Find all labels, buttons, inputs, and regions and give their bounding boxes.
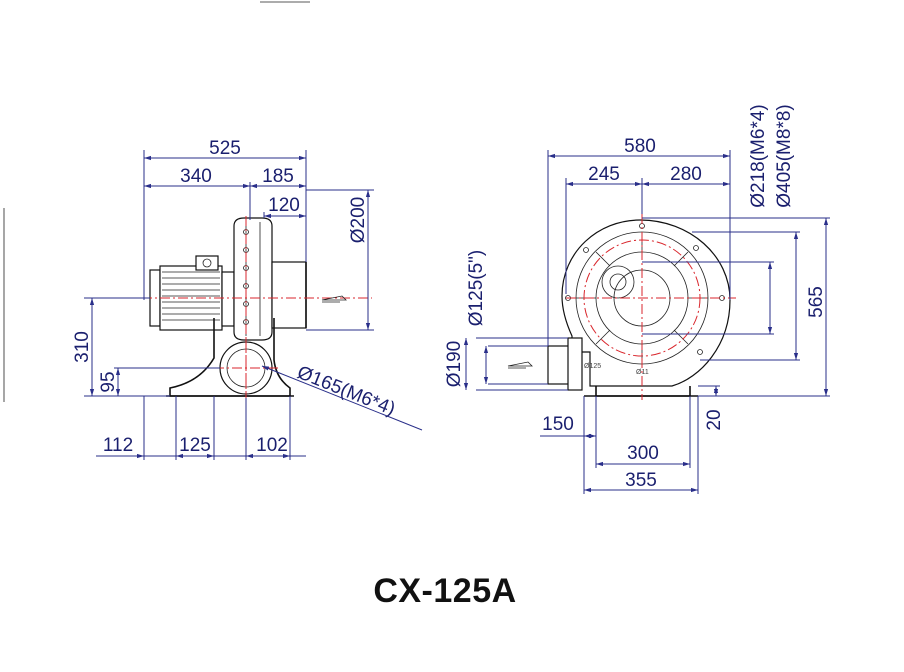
dim-base-a: 112 bbox=[103, 435, 133, 456]
dim-overall-width: 580 bbox=[624, 136, 656, 157]
dim-base-height: 20 bbox=[704, 409, 725, 430]
outlet-duct bbox=[271, 261, 307, 329]
dim-outlet-offset: 120 bbox=[268, 195, 300, 216]
dim-inlet-flange: Ø190 bbox=[444, 341, 465, 387]
terminal-box-screw bbox=[202, 258, 212, 268]
small-label-inlet: Ø125 bbox=[584, 363, 601, 370]
dim-motor-length: 340 bbox=[180, 166, 212, 187]
front-view: Ø125 Ø11 bbox=[444, 104, 830, 494]
side-extension-lines bbox=[84, 150, 374, 460]
airflow-arrow-side bbox=[321, 295, 347, 303]
dim-flange: Ø165(M6*4) bbox=[294, 362, 398, 420]
front-extension-lines bbox=[476, 150, 830, 494]
motor-hub-inner bbox=[609, 273, 627, 291]
inlet-flange bbox=[567, 337, 583, 391]
motor-hub-outer bbox=[601, 265, 635, 299]
dim-inlet-offset: 150 bbox=[542, 414, 574, 435]
dim-bolt-circle-a: Ø218(M6*4) bbox=[748, 104, 769, 208]
dim-overall-height: 565 bbox=[806, 286, 827, 318]
dim-center-height: 310 bbox=[72, 331, 93, 363]
dim-base-c: 102 bbox=[256, 435, 288, 456]
dim-left-width: 245 bbox=[588, 164, 620, 185]
dim-outlet-diameter: Ø200 bbox=[348, 197, 369, 243]
dim-overall-length: 525 bbox=[209, 138, 241, 159]
front-dimension-lines bbox=[463, 153, 829, 493]
side-view: 525 340 185 120 Ø200 310 95 112 125 102 … bbox=[72, 138, 423, 460]
dim-base-b: 125 bbox=[179, 435, 211, 456]
side-dimension-lines bbox=[89, 155, 423, 459]
airflow-arrow-front bbox=[507, 361, 533, 369]
dim-right-width: 280 bbox=[670, 164, 702, 185]
terminal-box bbox=[195, 255, 219, 271]
dim-bolt-circle-b: Ø405(M8*8) bbox=[774, 104, 795, 208]
bolt-circle-centerline bbox=[583, 239, 701, 357]
front-base bbox=[595, 386, 691, 397]
dim-base-span: 300 bbox=[627, 443, 659, 464]
dim-housing-length: 185 bbox=[262, 166, 294, 187]
dim-inlet-diameter: Ø125(5") bbox=[466, 250, 487, 326]
motor-fins bbox=[162, 271, 220, 321]
dim-base-width: 355 bbox=[625, 470, 657, 491]
blower-housing bbox=[233, 217, 273, 341]
volute-casing bbox=[561, 219, 731, 387]
motor-flange bbox=[221, 271, 235, 327]
model-title: CX-125A bbox=[373, 572, 517, 610]
dim-outlet-height: 95 bbox=[98, 371, 119, 392]
